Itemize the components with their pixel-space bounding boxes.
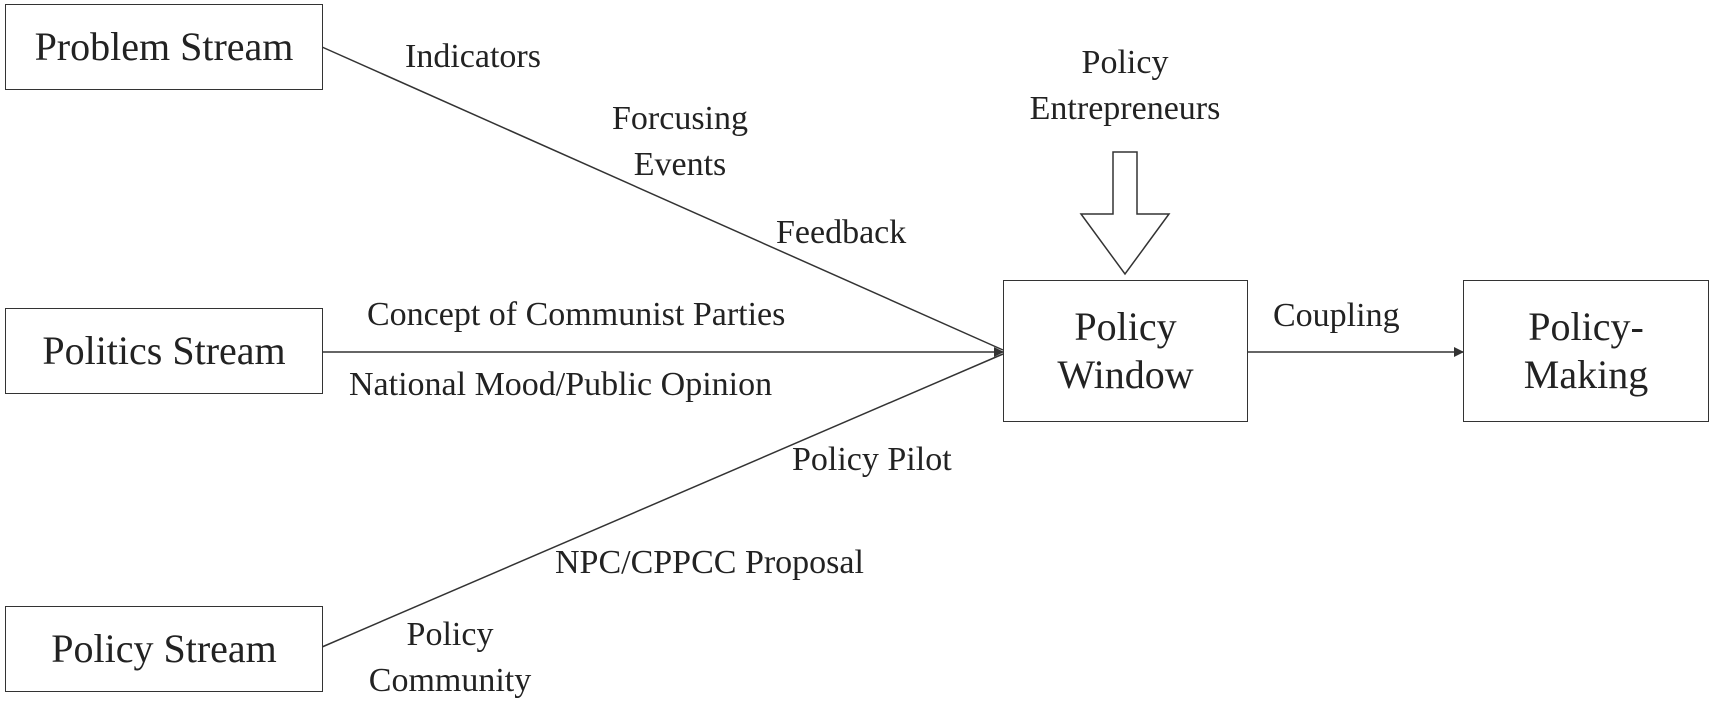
policy-pilot-label: Policy Pilot	[792, 441, 952, 478]
problem-stream-box: Problem Stream	[5, 4, 323, 90]
politics-stream-box: Politics Stream	[5, 308, 323, 394]
problem-stream-connector	[321, 46, 1004, 351]
policy-window-line-1: Policy	[1074, 304, 1177, 349]
policy-entrepreneurs-line-2: Entrepreneurs	[1029, 90, 1221, 127]
entrepreneurs-down-arrow-icon	[1079, 151, 1171, 276]
problem-stream-label: Problem Stream	[34, 24, 294, 69]
policy-entrepreneurs-line-1: Policy	[1081, 44, 1169, 81]
forcing-events-line-2: Events	[633, 146, 727, 183]
policy-window-line-2: Window	[1057, 352, 1194, 397]
policy-stream-connector	[321, 353, 1004, 648]
policy-entrepreneurs-label: Policy Entrepreneurs	[1005, 40, 1245, 132]
coupling-label: Coupling	[1273, 297, 1400, 334]
policy-community-line-2: Community	[368, 662, 532, 699]
national-mood-label: National Mood/Public Opinion	[349, 366, 773, 403]
npc-cppcc-proposal-label: NPC/CPPCC Proposal	[555, 544, 864, 581]
forcing-events-label: Forcusing Events	[575, 96, 785, 188]
policy-window-box: Policy Window	[1003, 280, 1248, 422]
politics-stream-label: Politics Stream	[42, 328, 286, 373]
feedback-label: Feedback	[776, 214, 907, 251]
policy-stream-box: Policy Stream	[5, 606, 323, 692]
indicators-label: Indicators	[405, 38, 541, 75]
policy-making-line-2: Making	[1523, 352, 1649, 397]
policy-community-line-1: Policy	[406, 616, 494, 653]
policy-making-line-1: Policy-	[1528, 304, 1644, 349]
policy-community-label: Policy Community	[340, 612, 560, 704]
concept-of-communist-parties-label: Concept of Communist Parties	[367, 296, 786, 333]
policy-stream-label: Policy Stream	[51, 626, 277, 671]
policy-making-box: Policy- Making	[1463, 280, 1709, 422]
forcing-events-line-1: Forcusing	[612, 100, 748, 137]
